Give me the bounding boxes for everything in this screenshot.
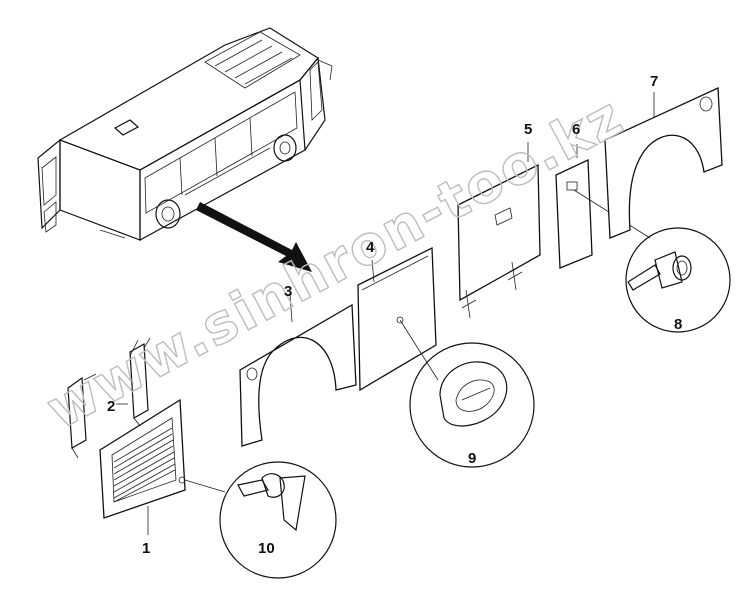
part-6-small-panel xyxy=(555,144,651,269)
part-3-wheel-arch-panel xyxy=(239,293,357,447)
callout-5: 5 xyxy=(524,121,532,138)
part-1-grille-panel xyxy=(99,398,186,535)
callout-7: 7 xyxy=(650,73,658,90)
part-2-brackets xyxy=(67,337,151,459)
part-4-flat-panel xyxy=(357,246,439,392)
callout-8: 8 xyxy=(674,316,682,333)
callout-labels: 1 2 3 4 5 6 7 8 9 10 xyxy=(107,73,682,557)
callout-4: 4 xyxy=(366,239,375,256)
detail-9-grommet xyxy=(409,342,535,468)
watermark: www.sinhron-too.kz xyxy=(36,83,634,442)
callout-2: 2 xyxy=(107,398,115,415)
bus-illustration xyxy=(37,27,333,242)
watermark-text: www.sinhron-too.kz xyxy=(37,84,634,441)
detail-10-latch xyxy=(178,461,337,579)
direction-arrow xyxy=(196,202,312,272)
callout-6: 6 xyxy=(572,121,580,138)
detail-8-lock xyxy=(625,227,731,333)
callout-10: 10 xyxy=(258,540,275,557)
callout-9: 9 xyxy=(468,450,476,467)
callout-1: 1 xyxy=(142,540,150,557)
part-7-wheel-arch-panel xyxy=(604,87,723,239)
callout-3: 3 xyxy=(284,283,292,300)
part-5-side-panel xyxy=(457,142,541,319)
